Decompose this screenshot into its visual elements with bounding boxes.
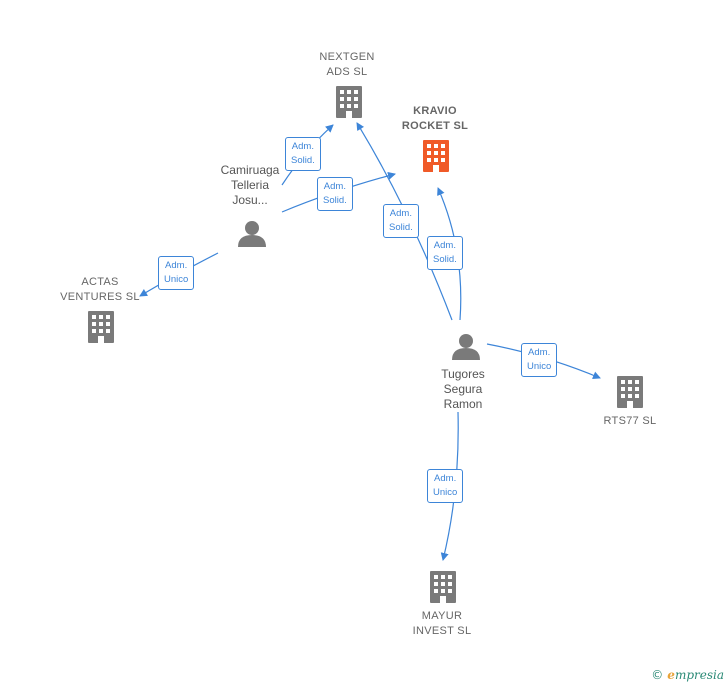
relation-box: Adm. Unico (427, 469, 464, 503)
brand-initial: e (667, 668, 675, 682)
person-camiruaga-label[interactable]: Camiruaga Telleria Josu... (220, 163, 280, 207)
relation-box: Adm. Solid. (383, 204, 419, 238)
brand-footer: ©empresia (651, 668, 724, 682)
building-icon-highlight (423, 140, 449, 172)
brand-name: mpresia (674, 668, 724, 682)
relation-box: Adm. Unico (158, 256, 195, 290)
person-icon (238, 221, 266, 247)
relation-box: Adm. Solid. (427, 236, 463, 270)
copyright-symbol: © (651, 668, 664, 682)
company-nextgen-label[interactable]: NEXTGEN ADS SL (319, 51, 375, 78)
relation-box: Adm. Solid. (285, 137, 321, 171)
company-actas-label[interactable]: ACTAS VENTURES SL (60, 276, 140, 303)
building-icon (617, 376, 643, 408)
company-kravio-label[interactable]: KRAVIO ROCKET SL (401, 105, 469, 132)
relation-box: Adm. Solid. (317, 177, 353, 211)
building-icon (336, 86, 362, 118)
company-rts77-label[interactable]: RTS77 SL (603, 415, 657, 427)
company-mayur-label[interactable]: MAYUR INVEST SL (412, 610, 472, 637)
relation-box: Adm. Unico (521, 343, 558, 377)
person-tugores-label[interactable]: Tugores Segura Ramon (441, 367, 485, 411)
person-icon (452, 334, 480, 360)
building-icon (88, 311, 114, 343)
building-icon (430, 571, 456, 603)
